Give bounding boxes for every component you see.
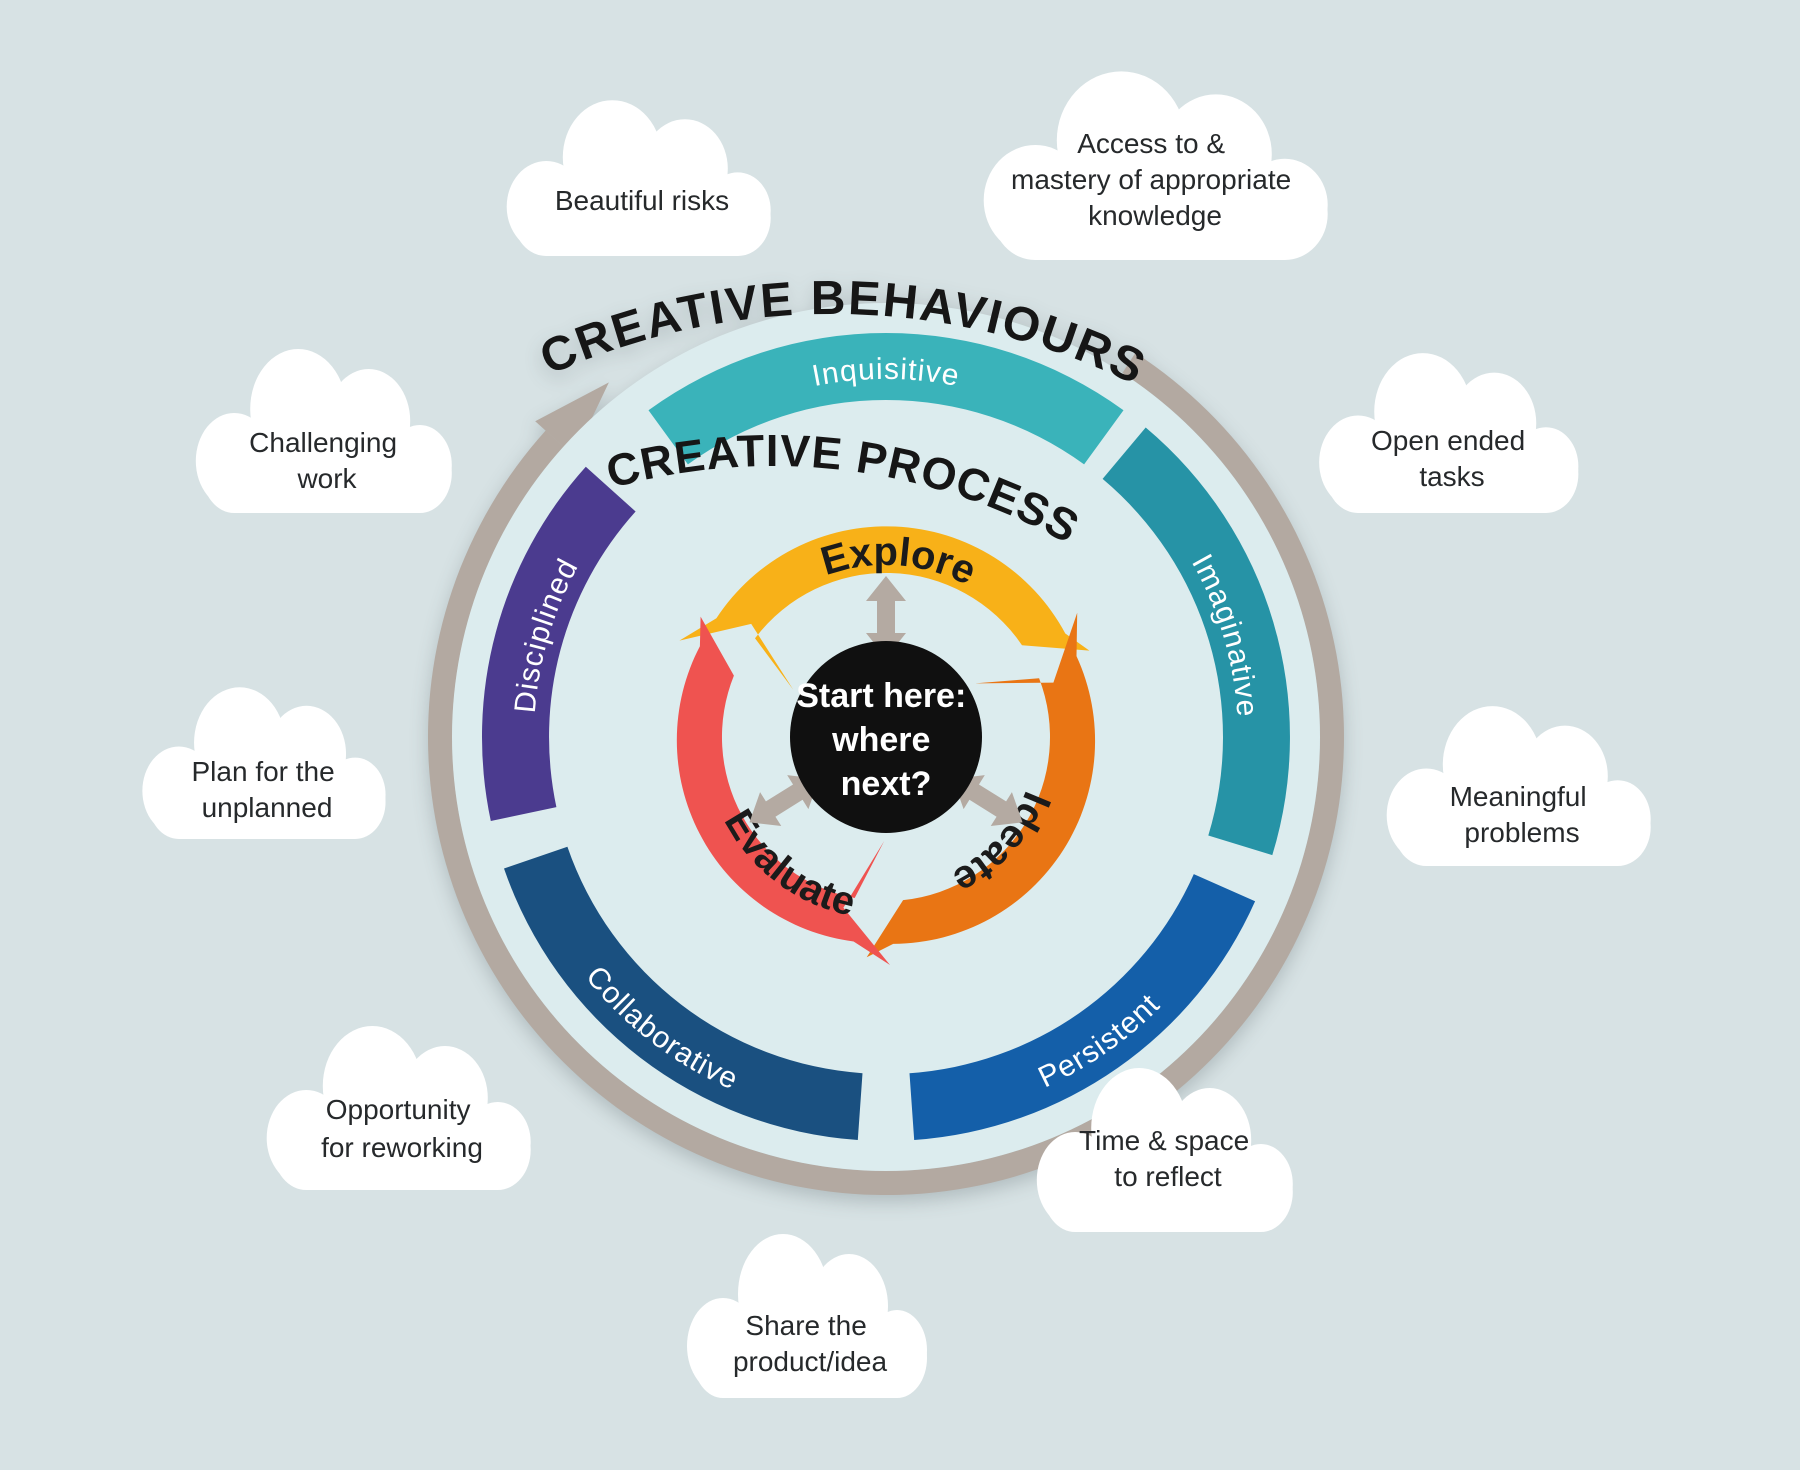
center-connectors <box>749 576 1023 827</box>
cloud-beautiful-risks <box>506 100 771 256</box>
cloud-text-open-ended-tasks: Open ended tasks <box>1371 425 1533 492</box>
behaviour-segment-inquisitive <box>648 333 1124 465</box>
cloud-text-share-product-idea: Share the product/idea <box>733 1310 888 1377</box>
center-circle <box>790 641 982 833</box>
center-text: Start here: where next? <box>796 677 976 803</box>
cloud-text-beautiful-risks: Beautiful risks <box>555 185 729 216</box>
process-arrow-evaluate <box>676 616 890 965</box>
behaviour-segment-persistent <box>909 874 1256 1140</box>
cloud-text-access-knowledge: Access to & mastery of appropriate knowl… <box>1011 128 1299 231</box>
behaviour-segment-disciplined <box>481 466 636 821</box>
center-line-2: where <box>831 721 930 759</box>
behaviour-segment-collaborative <box>504 846 863 1140</box>
cycle-ring-arrowhead-icon <box>535 382 609 456</box>
center-line-1: Start here: <box>796 677 966 715</box>
cloud-text-time-space-reflect: Time & space to reflect <box>1079 1125 1257 1192</box>
process-arrow-ideate <box>866 612 1096 958</box>
behaviour-segment-imaginative <box>1102 427 1290 856</box>
center-line-3: next? <box>841 765 932 803</box>
double-arrow-icon <box>952 775 1023 827</box>
diagram-core: Inquisitive Imaginative Persistent Colla… <box>427 272 1344 1196</box>
condition-clouds: Beautiful risks Access to & mastery of a… <box>142 71 1651 1398</box>
double-arrow-icon <box>749 775 820 827</box>
cloud-text-plan-for-unplanned: Plan for the unplanned <box>192 756 343 823</box>
double-arrow-icon <box>866 576 906 658</box>
cloud-text-challenging-work: Challenging work <box>249 427 405 494</box>
cloud-text-meaningful-problems: Meaningful problems <box>1450 781 1595 848</box>
process-arrow-explore <box>679 526 1090 690</box>
cloud-text-opportunity-reworking: Opportunity for reworking <box>321 1094 483 1163</box>
